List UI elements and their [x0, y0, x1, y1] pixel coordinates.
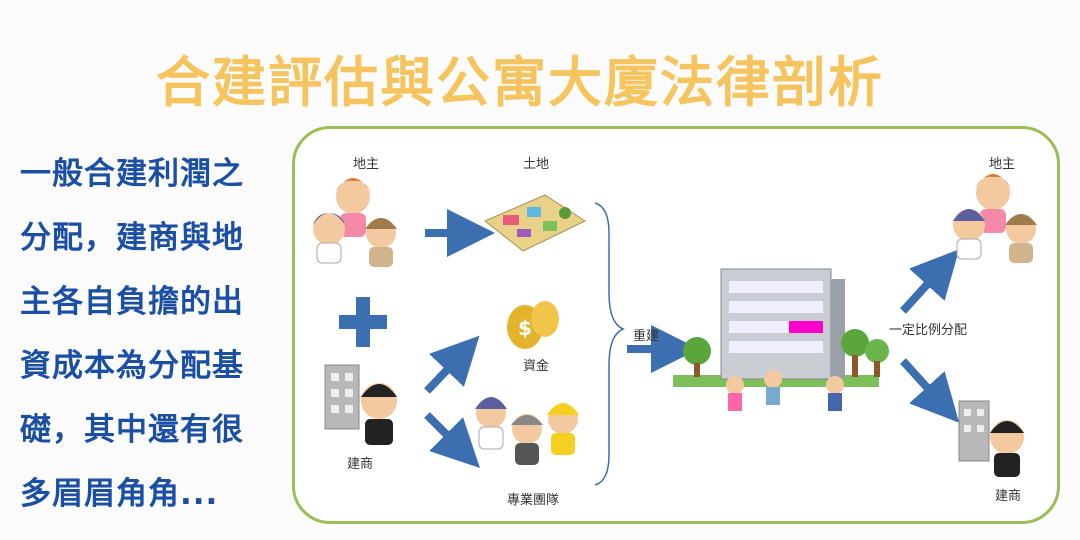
- money-bag-icon: $: [507, 301, 559, 349]
- landowner-people-icon-right: [953, 174, 1037, 263]
- page-title: 合建評估與公寓大廈法律剖析: [156, 51, 884, 114]
- label-landowner: 地主: [353, 157, 380, 172]
- arrow-to-builder: [900, 358, 960, 423]
- arrow-builder-funds: [424, 335, 480, 394]
- building-icon: [673, 268, 889, 411]
- coin-symbol: $: [518, 316, 532, 340]
- bracket: [594, 202, 625, 486]
- arrow-to-owner: [900, 249, 960, 314]
- arrow-builder-team: [424, 412, 480, 468]
- diagram-graphics: $: [313, 174, 1037, 486]
- label-rebuild: 重建: [633, 329, 660, 344]
- team-people-icon: [475, 397, 579, 465]
- label-team: 專業團隊: [507, 493, 560, 508]
- land-icon: [484, 194, 587, 252]
- label-ratio: 一定比例分配: [889, 323, 968, 338]
- landowner-people-icon: [313, 178, 397, 267]
- builder-icon-right: [958, 400, 1024, 477]
- side-line: 多眉眉角角...: [20, 476, 219, 512]
- diagram-panel: $: [292, 126, 1060, 524]
- label-builder: 建商: [347, 457, 374, 472]
- builder-icon: [324, 364, 397, 445]
- side-text: 一般合建利潤之 分配，建商與地 主各自負擔的出 資成本為分配基 礎，其中還有很 …: [20, 142, 290, 526]
- plus-icon: [339, 297, 387, 347]
- side-line: 資成本為分配基: [20, 348, 244, 384]
- label-builder-out: 建商: [995, 489, 1022, 504]
- label-landowner-out: 地主: [989, 157, 1016, 172]
- label-funds: 資金: [523, 359, 550, 374]
- label-land: 土地: [523, 157, 550, 172]
- side-line: 主各自負擔的出: [20, 284, 244, 320]
- side-line: 一般合建利潤之: [20, 156, 244, 192]
- side-line: 分配，建商與地: [20, 220, 244, 256]
- side-line: 礎，其中還有很: [20, 412, 244, 448]
